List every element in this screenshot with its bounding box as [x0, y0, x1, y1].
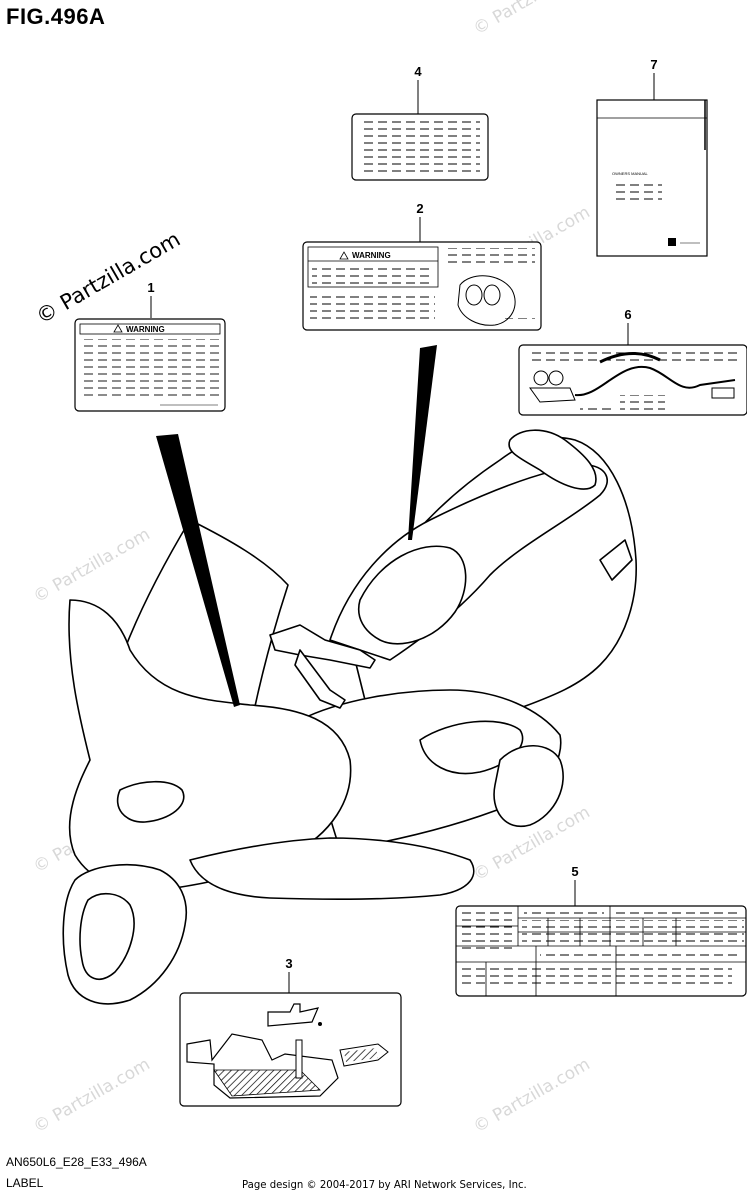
callout-3: 3 — [285, 956, 292, 971]
routing-label-6: 6 — [518, 307, 747, 416]
callout-6: 6 — [624, 307, 631, 322]
warning-heading: WARNING — [352, 251, 391, 260]
label-4: 4 — [351, 64, 489, 181]
copyright-notice: Page design © 2004-2017 by ARI Network S… — [242, 1178, 527, 1191]
tire-info-label-5: 5 — [455, 864, 747, 997]
callout-4: 4 — [414, 64, 422, 79]
owners-manual: 7 OWNERS MANUAL — [596, 57, 708, 257]
warning-label-2: 2 WARNING — [302, 201, 542, 331]
warning-heading: WARNING — [126, 325, 165, 334]
callout-5: 5 — [571, 864, 578, 879]
warning-label-1: 1 WARNING — [74, 280, 226, 412]
callout-7: 7 — [650, 57, 657, 72]
manual-title: OWNERS MANUAL — [612, 171, 649, 176]
section-label: LABEL — [6, 1176, 44, 1190]
part-code: AN650L6_E28_E33_496A — [6, 1155, 147, 1169]
figure-title: FIG.496A — [6, 4, 106, 29]
leader-line — [408, 345, 437, 540]
scooter-illustration — [62, 429, 637, 1005]
oil-label-3: 3 — [179, 956, 402, 1107]
callout-1: 1 — [147, 280, 154, 295]
callout-2: 2 — [416, 201, 423, 216]
leader-line — [156, 434, 240, 707]
